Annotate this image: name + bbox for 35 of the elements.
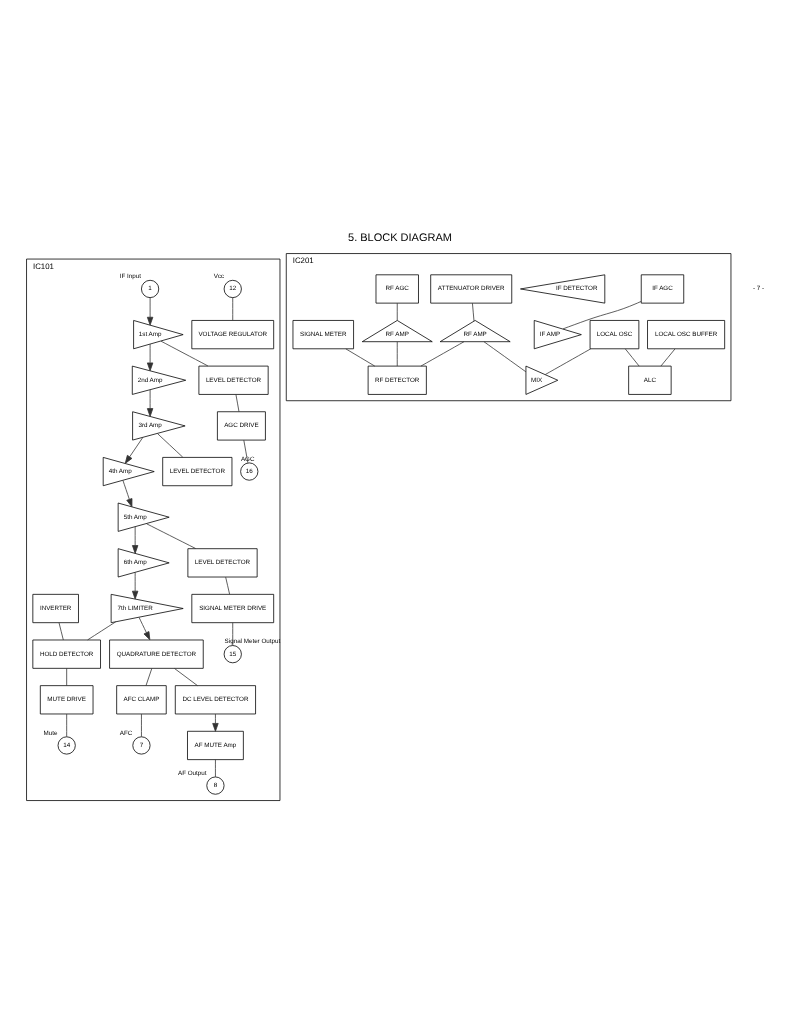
connector — [624, 348, 640, 367]
arrow — [146, 297, 154, 326]
arrow — [212, 713, 219, 732]
connector — [145, 668, 153, 687]
arrow — [138, 617, 151, 641]
connector — [157, 433, 184, 458]
connector — [243, 439, 249, 464]
connector — [472, 302, 475, 322]
connector — [660, 348, 676, 367]
arrow — [124, 436, 144, 464]
connector — [66, 668, 68, 687]
connector — [174, 668, 198, 687]
connector — [562, 301, 642, 330]
arrow — [146, 343, 154, 372]
arrow — [132, 526, 139, 554]
connector — [345, 348, 376, 367]
connector — [544, 348, 592, 375]
arrow — [132, 571, 139, 600]
connector — [215, 759, 216, 778]
connector — [146, 523, 197, 549]
connector — [232, 297, 234, 321]
connector — [58, 622, 64, 641]
connector — [396, 302, 398, 321]
connector — [87, 621, 117, 641]
connector — [232, 622, 234, 646]
connector — [483, 341, 527, 373]
arrow — [146, 389, 154, 417]
connector — [396, 341, 398, 367]
connector — [160, 340, 209, 367]
connector — [66, 713, 68, 738]
connector — [225, 576, 231, 595]
connector — [235, 394, 240, 413]
connector — [420, 341, 465, 367]
arrow — [122, 480, 133, 508]
connector — [141, 713, 142, 738]
